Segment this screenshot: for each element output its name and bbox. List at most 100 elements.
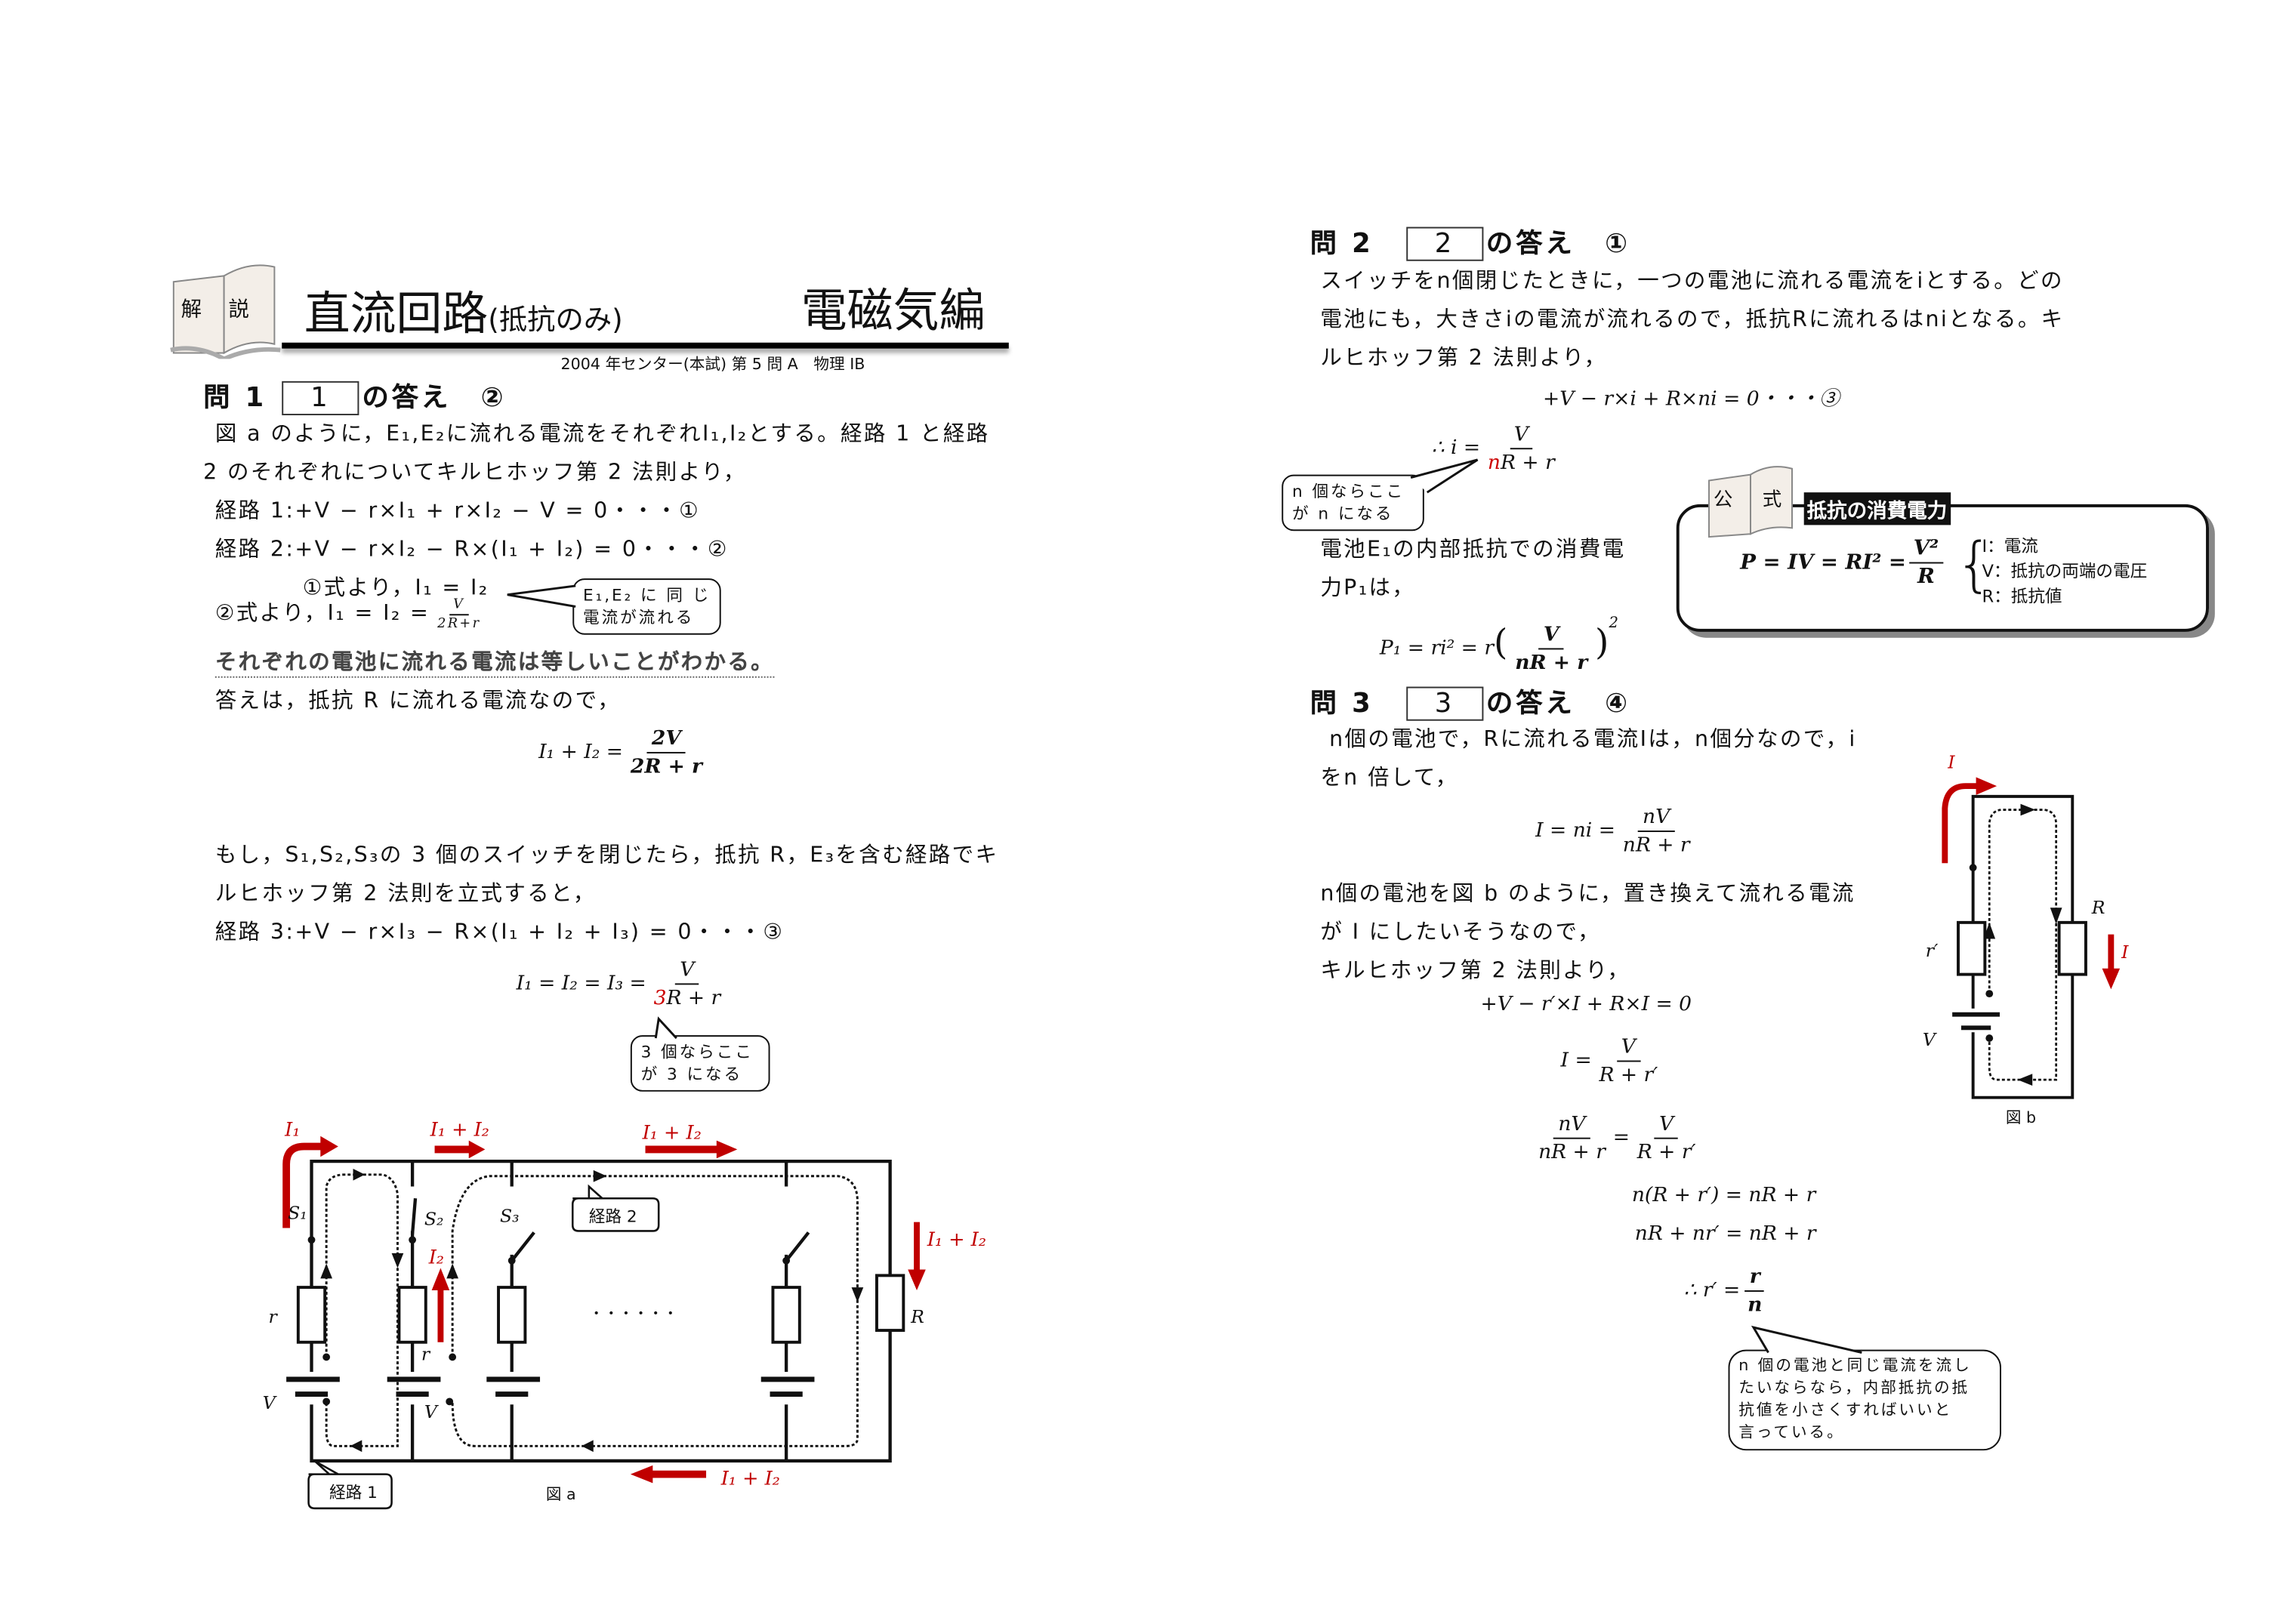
label: I₂ [428,1247,444,1269]
source-line: 2004 年センター(本試) 第 5 問 A 物理 IB [560,356,865,374]
denominator: nR + r [1538,1140,1606,1165]
current-arrow-top [1942,783,1978,864]
eq-lhs: ∴ i = [1431,436,1481,460]
resistor [296,1286,327,1344]
bubble-line: 抗値を小さくすればいいと [1738,1401,1953,1419]
highlight: 3 [653,986,667,1010]
formula-title: 抵抗の消費電力 [1803,492,1951,525]
numerator: V [449,597,470,615]
label: R [2091,897,2105,918]
equation: ①式より，I₁ = I₂ [302,577,489,601]
battery [1952,1012,2000,1031]
bubble-line: n 個ならここ [1291,482,1405,501]
label: V [1923,1029,1938,1050]
answer-box: 2 [1405,226,1484,261]
current-arrow-right [908,1269,926,1291]
denominator: R [1917,565,1935,589]
answer-label: の答え [1485,228,1575,260]
text-line: n個の電池を図 b のように，置き換えて流れる電流 [1320,882,1856,907]
text-line: をn 倍して， [1320,766,1459,791]
eq-lhs: P₁ = ri² = r [1379,636,1494,661]
eq-lhs: ②式より，I₁ = I₂ = [214,602,430,626]
page-title: 直流回路(抵抗のみ) [304,276,623,342]
bubble-line: が n になる [1291,504,1394,524]
q-label: 問 1 [203,382,267,414]
route-1-label: 経路 1 [329,1484,378,1502]
callout-bubble: n 個の電池と同じ電流を流したいならなら，内部抵抗の抵抗値を小さくすればいいと言… [1728,1349,2001,1451]
denominator: n [1748,1293,1763,1317]
route-loop [1988,809,2058,1081]
numerator: 2V [647,727,686,753]
label: r [421,1343,431,1364]
badge-char: 式 [1762,489,1782,512]
answer-value: ① [1605,228,1630,260]
legend-item: R：抵抗値 [1982,585,2062,607]
category-title: 電磁気編 [801,285,986,338]
bubble-line: たいならなら，内部抵抗の抵 [1738,1379,1970,1398]
numerator: V [1655,1112,1679,1139]
text-line: 図 a のように，E₁,E₂に流れる電流をそれぞれI₁,I₂とする。経路 1 と… [214,422,990,447]
eq-lhs: I = [1560,1048,1592,1073]
badge-char: 解 [180,297,202,322]
equation: 経路 3:+V − r×I₃ − R×(I₁ + I₂ + I₃) = 0・・・… [214,920,785,945]
q-label: 問 3 [1309,688,1374,720]
numerator: nV [1638,806,1675,833]
label: S₁ [288,1203,307,1224]
label: I [1947,752,1955,773]
badge-char: 公 [1713,489,1733,512]
current-arrow-right [2102,968,2121,990]
label: I₁ + I₂ [642,1122,702,1145]
bubble-tail [507,584,576,608]
denominator: R + r [666,986,721,1010]
numerator: nV [1553,1112,1590,1139]
text-line: が I にしたいそうなので， [1320,920,1602,945]
numerator: V [1616,1035,1640,1062]
denominator: R + r′ [1599,1063,1658,1087]
circuit-figure-b: I I r′ V R 図 b [1923,752,2129,1126]
equation: nR + nr′ = nR + r [1634,1222,1816,1247]
numerator: V² [1908,537,1944,564]
label: S₃ [500,1206,520,1227]
legend-item: I：電流 [1982,535,2038,556]
equation: +V − r×i + R×ni = 0・・・③ [1542,387,1840,411]
denominator: nR + r [1515,651,1588,675]
resistor-R [2057,920,2087,976]
route-2-label: 経路 2 [589,1208,637,1227]
bubble-line: が 3 になる [640,1065,743,1084]
text-line: 答えは，抵抗 R に流れる電流なので， [214,689,622,713]
answer-box: 1 [282,381,359,416]
eq-lhs: I₁ + I₂ = [538,740,624,764]
book-icon [1708,466,1793,538]
answer-label: の答え [1485,688,1575,720]
eq-lhs: ∴ r′ = [1683,1278,1741,1302]
label: V [263,1392,278,1413]
equation: 経路 2:+V − r×I₂ − R×(I₁ + I₂) = 0・・・② [214,538,729,562]
label: I [2121,941,2129,963]
figure-caption: 図 a [546,1485,576,1503]
label: V [424,1401,440,1422]
current-arrow-i1 [282,1142,324,1228]
bubble-tail [654,1016,677,1040]
equation: 経路 1:+V − r×I₁ + r×I₂ − V = 0・・・① [214,500,701,524]
callout-bubble: 3 個ならここが 3 になる [630,1035,770,1092]
legend-item: V：抵抗の両端の電圧 [1982,560,2148,582]
bubble-line: 電流が流れる [583,608,695,627]
title-main: 直流回路 [304,288,489,341]
text-line: 力P₁は， [1320,577,1416,601]
answer-value: ② [480,382,507,414]
text-line: n個の電池で，Rに流れる電流Iは，n個分なので，i [1329,728,1857,752]
resistor [771,1286,801,1344]
circuit-figure-a: I₁ I₁ + I₂ I₁ + I₂ I₂ I₁ + I₂ I₁ + I₂ S₁… [263,1119,986,1510]
denominator: R + r [1501,451,1555,475]
text-line: もし，S₁,S₂,S₃の 3 個のスイッチを閉じたら，抵抗 R，E₃を含む経路で… [214,843,999,868]
conclusion-text: それぞれの電池に流れる電流は等しいことがわかる。 [214,646,775,678]
